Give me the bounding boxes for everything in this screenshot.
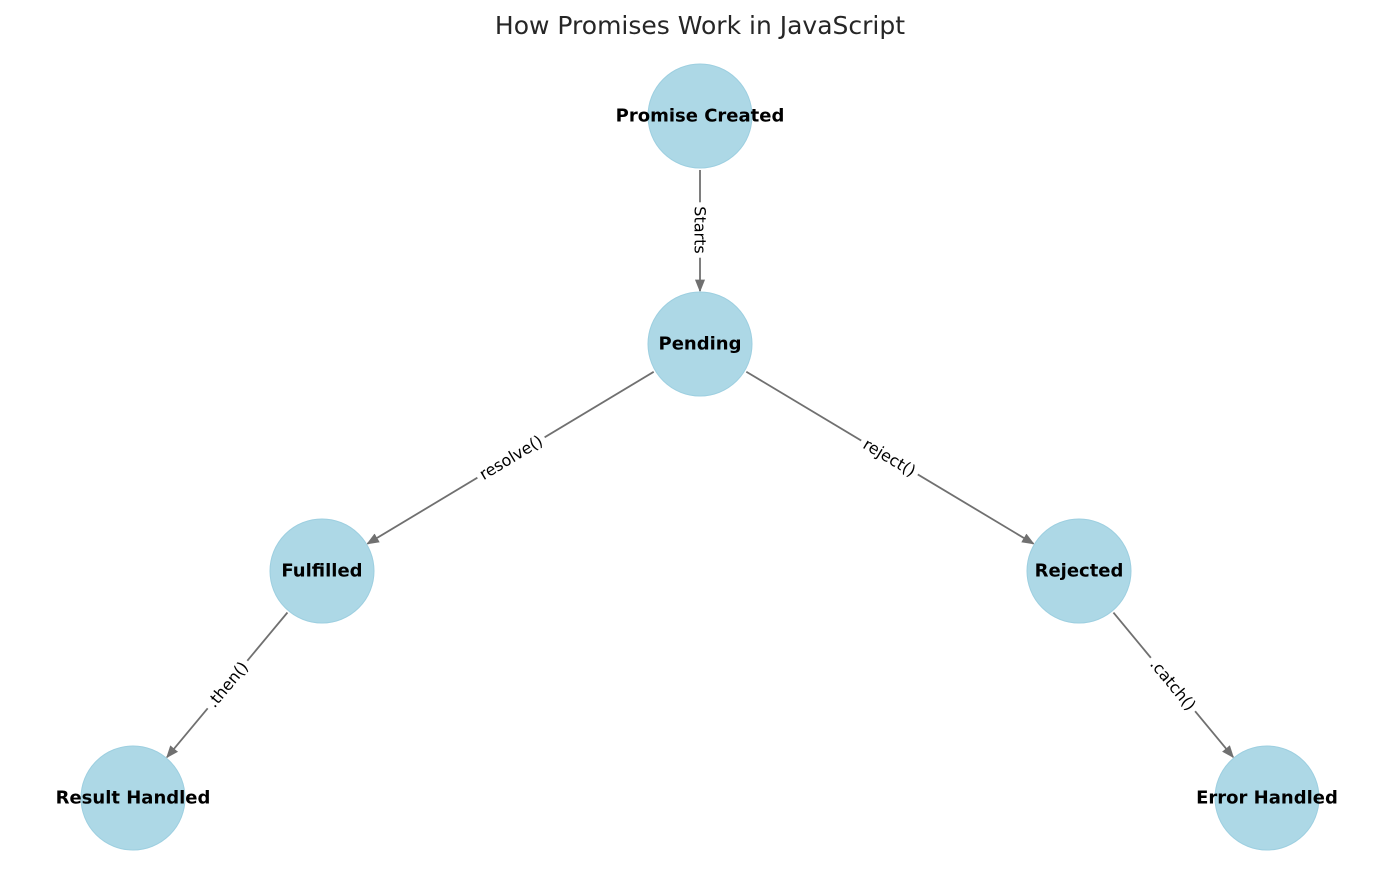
edge-label: .then() — [203, 658, 252, 712]
node-circle — [1214, 745, 1320, 851]
edge-label: .catch() — [1146, 655, 1200, 714]
node-rejected: Rejected — [1026, 518, 1132, 624]
edge-label-background — [471, 427, 551, 488]
node-circle — [647, 63, 753, 169]
edge-label: Starts — [691, 206, 710, 253]
edge-label-group: Starts — [688, 202, 712, 258]
node-result: Result Handled — [56, 745, 211, 851]
node-label: Promise Created — [616, 106, 785, 127]
edge-rejected-error: .catch() — [1112, 612, 1234, 759]
edge-fulfilled-result: .then() — [166, 611, 289, 759]
edge-label-background — [855, 430, 924, 485]
edge-label-background — [1142, 650, 1204, 719]
edges-layer: Starts resolve() reject() .then() .catch() — [166, 170, 1234, 759]
node-label: Pending — [659, 334, 742, 355]
edge-label: resolve() — [476, 431, 546, 484]
node-circle — [80, 745, 186, 851]
edge-label-group: .then() — [198, 653, 257, 716]
edge-label-background — [688, 202, 712, 258]
node-pending: Pending — [647, 291, 753, 397]
node-label: Rejected — [1035, 561, 1124, 582]
edge-label-background — [198, 653, 257, 716]
edge-label-group: resolve() — [471, 427, 551, 488]
edge-created-pending: Starts — [688, 170, 712, 293]
node-label: Result Handled — [56, 788, 211, 809]
edge-pending-rejected: reject() — [745, 370, 1035, 545]
diagram-title: How Promises Work in JavaScript — [495, 11, 905, 40]
node-fulfilled: Fulfilled — [269, 518, 375, 624]
node-circle — [1026, 518, 1132, 624]
edge-label-group: .catch() — [1142, 650, 1204, 719]
edge-label-group: reject() — [855, 430, 924, 485]
node-label: Error Handled — [1196, 788, 1338, 809]
edge-pending-fulfilled: resolve() — [366, 371, 655, 545]
node-created: Promise Created — [616, 63, 785, 169]
node-circle — [647, 291, 753, 397]
node-circle — [269, 518, 375, 624]
node-label: Fulfilled — [281, 561, 362, 582]
node-error: Error Handled — [1196, 745, 1338, 851]
